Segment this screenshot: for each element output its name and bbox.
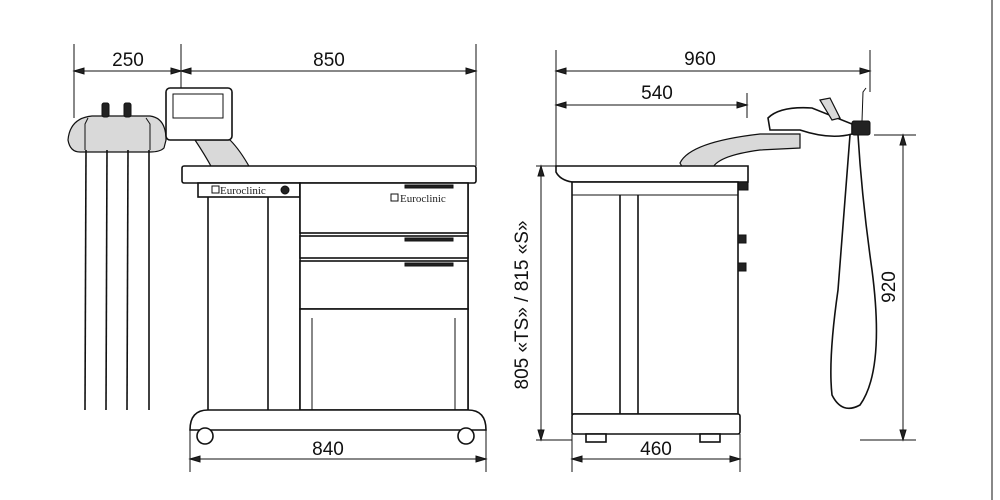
dimension-920: 920 (860, 133, 916, 442)
instrument-holder (67, 102, 167, 411)
side-base (571, 413, 741, 435)
drawer-middle (299, 235, 469, 259)
wheel-icon (699, 433, 721, 443)
dimension-height-label: 805 «TS» / 815 «S» (512, 220, 533, 389)
control-monitor (165, 87, 252, 169)
worktop (181, 165, 477, 184)
dimension-height: 805 «TS» / 815 «S» (512, 164, 572, 442)
side-arm (679, 87, 871, 171)
front-brand-panel: Euroclinic (197, 182, 301, 198)
drawer-brand-label: Euroclinic (400, 193, 446, 205)
front-base (189, 409, 487, 431)
drawer-handle-icon (737, 262, 747, 272)
instrument-tube-2 (105, 149, 108, 411)
dimension-840-label: 840 (312, 439, 344, 460)
dimension-250: 250 (72, 44, 183, 118)
side-view: 960 540 805 «TS» / 815 «S» (512, 49, 916, 472)
dimension-960-label: 960 (684, 49, 716, 70)
dimension-460-label: 460 (640, 439, 672, 460)
drawer-handle-icon (737, 234, 747, 244)
dimension-850-label: 850 (313, 50, 345, 71)
power-button-icon (280, 185, 290, 195)
dimension-540: 540 (554, 83, 749, 118)
wheel-icon (457, 427, 475, 445)
dimension-540-label: 540 (641, 83, 673, 104)
instrument-hose (830, 134, 878, 410)
dimension-840: 840 (188, 430, 488, 472)
wheel-icon (196, 427, 214, 445)
cabinet-door (299, 308, 469, 411)
dimension-460: 460 (570, 434, 742, 472)
dimension-920-label: 920 (879, 271, 900, 303)
side-worktop (555, 165, 749, 183)
instrument-tube-3 (126, 149, 129, 411)
front-brand-label: Euroclinic (220, 185, 266, 197)
front-view: 250 850 (67, 44, 488, 472)
drawer-top: Euroclinic (299, 182, 469, 234)
dimension-960: 960 (554, 49, 872, 166)
instrument-tube-1 (84, 149, 87, 411)
dimension-250-label: 250 (112, 50, 144, 71)
side-cabinet (571, 181, 739, 415)
drawer-bottom (299, 260, 469, 310)
wheel-icon (585, 433, 607, 443)
dimension-850: 850 (179, 44, 478, 166)
